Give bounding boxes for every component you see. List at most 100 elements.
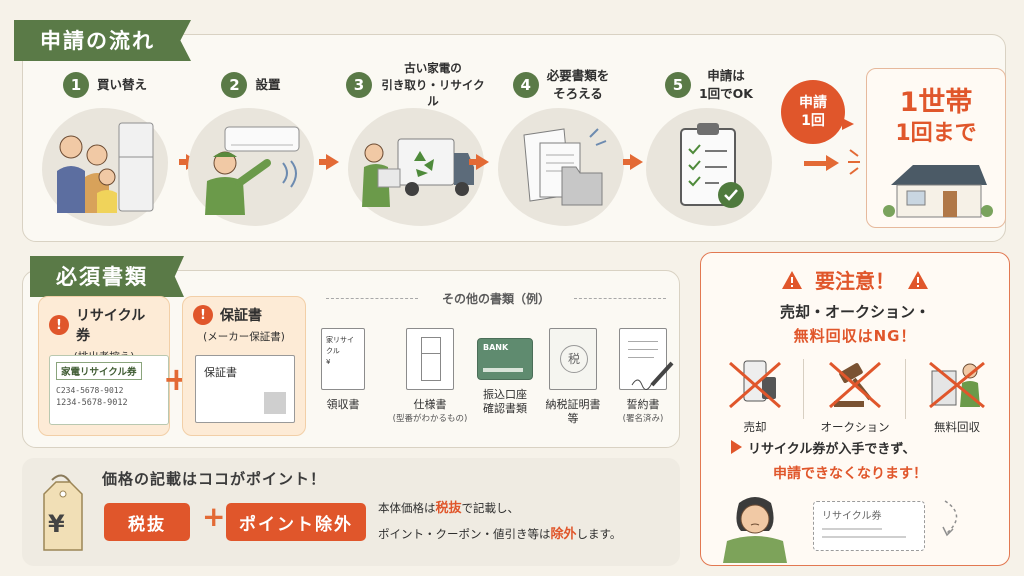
step-number: 1 bbox=[62, 72, 89, 98]
tax-certificate-icon: 税 bbox=[549, 328, 597, 390]
price-tag-yen-icon bbox=[43, 474, 83, 551]
doc-name: 誓約書 bbox=[626, 398, 660, 411]
spec-sheet-fridge-icon bbox=[406, 328, 454, 390]
doc-note: (型番がわかるもの) bbox=[392, 414, 468, 425]
text: 本体価格は bbox=[378, 501, 436, 515]
receipt-mark: 家リサイクル ¥ bbox=[326, 336, 354, 367]
arrow-icon bbox=[623, 154, 643, 170]
receipt-icon: 家リサイクル ¥ bbox=[321, 328, 365, 390]
ng-label: 売却 bbox=[743, 420, 767, 434]
divider bbox=[905, 359, 906, 419]
step-number: 4 bbox=[512, 72, 539, 98]
text: します。 bbox=[576, 527, 622, 541]
limit-line1: 1世帯 bbox=[899, 87, 973, 118]
burst-lines-icon bbox=[848, 149, 860, 175]
step-number: 2 bbox=[221, 72, 248, 98]
ng-item-free-pickup: 無料回収 bbox=[911, 357, 1003, 435]
aircon-installer-icon bbox=[188, 108, 314, 226]
consequence-line2: 申請できなくなります！ bbox=[773, 465, 927, 482]
arrow-icon bbox=[804, 161, 830, 166]
caution-line2: 無料回収はNG！ bbox=[793, 327, 917, 345]
emphasis: 税抜 bbox=[435, 501, 462, 516]
arrow-icon bbox=[826, 155, 839, 171]
doc-name: リサイクル券 bbox=[75, 308, 146, 344]
text: で記載し、 bbox=[461, 501, 520, 515]
price-heading: 価格の記載はココがポイント！ bbox=[102, 470, 327, 488]
ng-item-auction: オークション bbox=[809, 357, 901, 435]
stamp-icon bbox=[264, 392, 286, 414]
limit-line2: 1回まで bbox=[895, 121, 977, 147]
ng-label: 無料回収 bbox=[934, 420, 980, 434]
caution-title: 要注意！ bbox=[815, 269, 895, 293]
checklist-clipboard-icon bbox=[646, 108, 772, 226]
other-doc-receipt: 家リサイクル ¥ 領収書 bbox=[312, 328, 374, 412]
recycle-ticket-image: 家電リサイクル券 C234-5678-9012 1234-5678-9012 bbox=[49, 355, 169, 425]
ticket-number: 1234-5678-9012 bbox=[56, 398, 128, 408]
family-fridge-icon bbox=[42, 108, 168, 226]
documents-folder-icon bbox=[498, 108, 624, 226]
recycle-truck-icon bbox=[348, 108, 484, 226]
play-arrow-icon bbox=[731, 440, 742, 454]
ng-label: オークション bbox=[820, 420, 890, 434]
tax-excluded-chip: 税抜 bbox=[104, 503, 190, 541]
free-pickup-icon bbox=[926, 357, 988, 411]
ticket-code: C234-5678-9012 bbox=[56, 386, 124, 395]
step-4: 4 必要書類を そろえる bbox=[496, 62, 626, 226]
other-doc-pledge: 誓約書 (署名済み) bbox=[610, 328, 676, 424]
step-label: 必要書類を そろえる bbox=[546, 67, 610, 101]
other-doc-spec: 仕様書 (型番がわかるもの) bbox=[388, 328, 472, 424]
text: ポイント・クーポン・値引き等は bbox=[378, 527, 551, 541]
warranty-title: 保証書 bbox=[204, 366, 237, 379]
exclamation-icon: ! bbox=[193, 305, 213, 325]
other-docs-heading: その他の書類（例） bbox=[326, 290, 666, 307]
doc-sub: (メーカー保証書) bbox=[203, 331, 285, 343]
step-3: 3 古い家電の 引き取り・リサイクル bbox=[346, 61, 486, 226]
doc-name: 保証書 bbox=[220, 308, 262, 324]
caution-panel: 要注意！ 売却・オークション・ 無料回収はNG！ 売却 オークション 無料回収 … bbox=[700, 252, 1010, 566]
worried-person-icon bbox=[723, 497, 787, 563]
doc-name: 納税証明書 等 bbox=[545, 398, 601, 426]
emphasis: 除外 bbox=[550, 527, 577, 542]
step-number: 3 bbox=[346, 72, 372, 98]
exclamation-icon: ! bbox=[49, 315, 69, 335]
other-doc-bank: BANK 振込口座 確認書類 bbox=[470, 328, 540, 417]
household-limit-box: 1世帯 1回まで bbox=[866, 68, 1006, 228]
divider bbox=[803, 359, 804, 419]
step-label: 設置 bbox=[255, 76, 281, 92]
price-description: 本体価格は税抜で記載し、 ポイント・クーポン・値引き等は除外します。 bbox=[378, 496, 668, 548]
caution-line1: 売却・オークション・ bbox=[779, 303, 930, 321]
doc-name: 領収書 bbox=[326, 398, 360, 411]
yen-symbol: ¥ bbox=[48, 510, 65, 538]
step-5: 5 申請は 1回でOK bbox=[644, 62, 774, 226]
step-label: 古い家電の 引き取り・リサイクル bbox=[381, 61, 485, 109]
dashed-arrow-icon bbox=[942, 500, 958, 537]
pledge-pen-icon bbox=[619, 328, 674, 390]
consequence-text: リサイクル券が入手できず、 申請できなくなります！ bbox=[731, 439, 927, 487]
doc-name: 仕様書 bbox=[413, 398, 447, 411]
other-doc-tax: 税 納税証明書 等 bbox=[540, 328, 606, 427]
plus-icon: + bbox=[202, 500, 226, 533]
warning-icon bbox=[908, 270, 928, 289]
ticket-title: 家電リサイクル券 bbox=[56, 362, 142, 380]
step-1: 1 買い替え bbox=[40, 62, 170, 226]
bank-mark: BANK bbox=[483, 343, 509, 352]
recycle-ticket-card: !リサイクル券 (排出者控え) 家電リサイクル券 C234-5678-9012 … bbox=[38, 296, 170, 436]
points-excluded-chip: ポイント除外 bbox=[226, 503, 366, 541]
consequence-line1: リサイクル券が入手できず、 bbox=[748, 442, 916, 457]
step-label: 買い替え bbox=[96, 76, 147, 92]
docs-banner: 必須書類 bbox=[30, 256, 184, 297]
bank-card-icon: BANK bbox=[477, 338, 533, 380]
step-2: 2 設置 bbox=[186, 62, 316, 226]
warranty-image: 保証書 bbox=[195, 355, 295, 423]
step-label: 申請は 1回でOK bbox=[698, 67, 753, 101]
step-number: 5 bbox=[664, 72, 691, 98]
doc-note: (署名済み) bbox=[622, 414, 664, 425]
lost-recycle-ticket: リサイクル券 bbox=[813, 501, 925, 551]
phone-sale-icon bbox=[724, 357, 786, 411]
ng-item-sale: 売却 bbox=[709, 357, 801, 435]
house-icon bbox=[883, 165, 993, 218]
arrow-icon bbox=[319, 154, 339, 170]
lost-ticket-label: リサイクル券 bbox=[822, 511, 882, 522]
arrow-icon bbox=[469, 154, 489, 170]
warning-icon bbox=[782, 270, 802, 289]
